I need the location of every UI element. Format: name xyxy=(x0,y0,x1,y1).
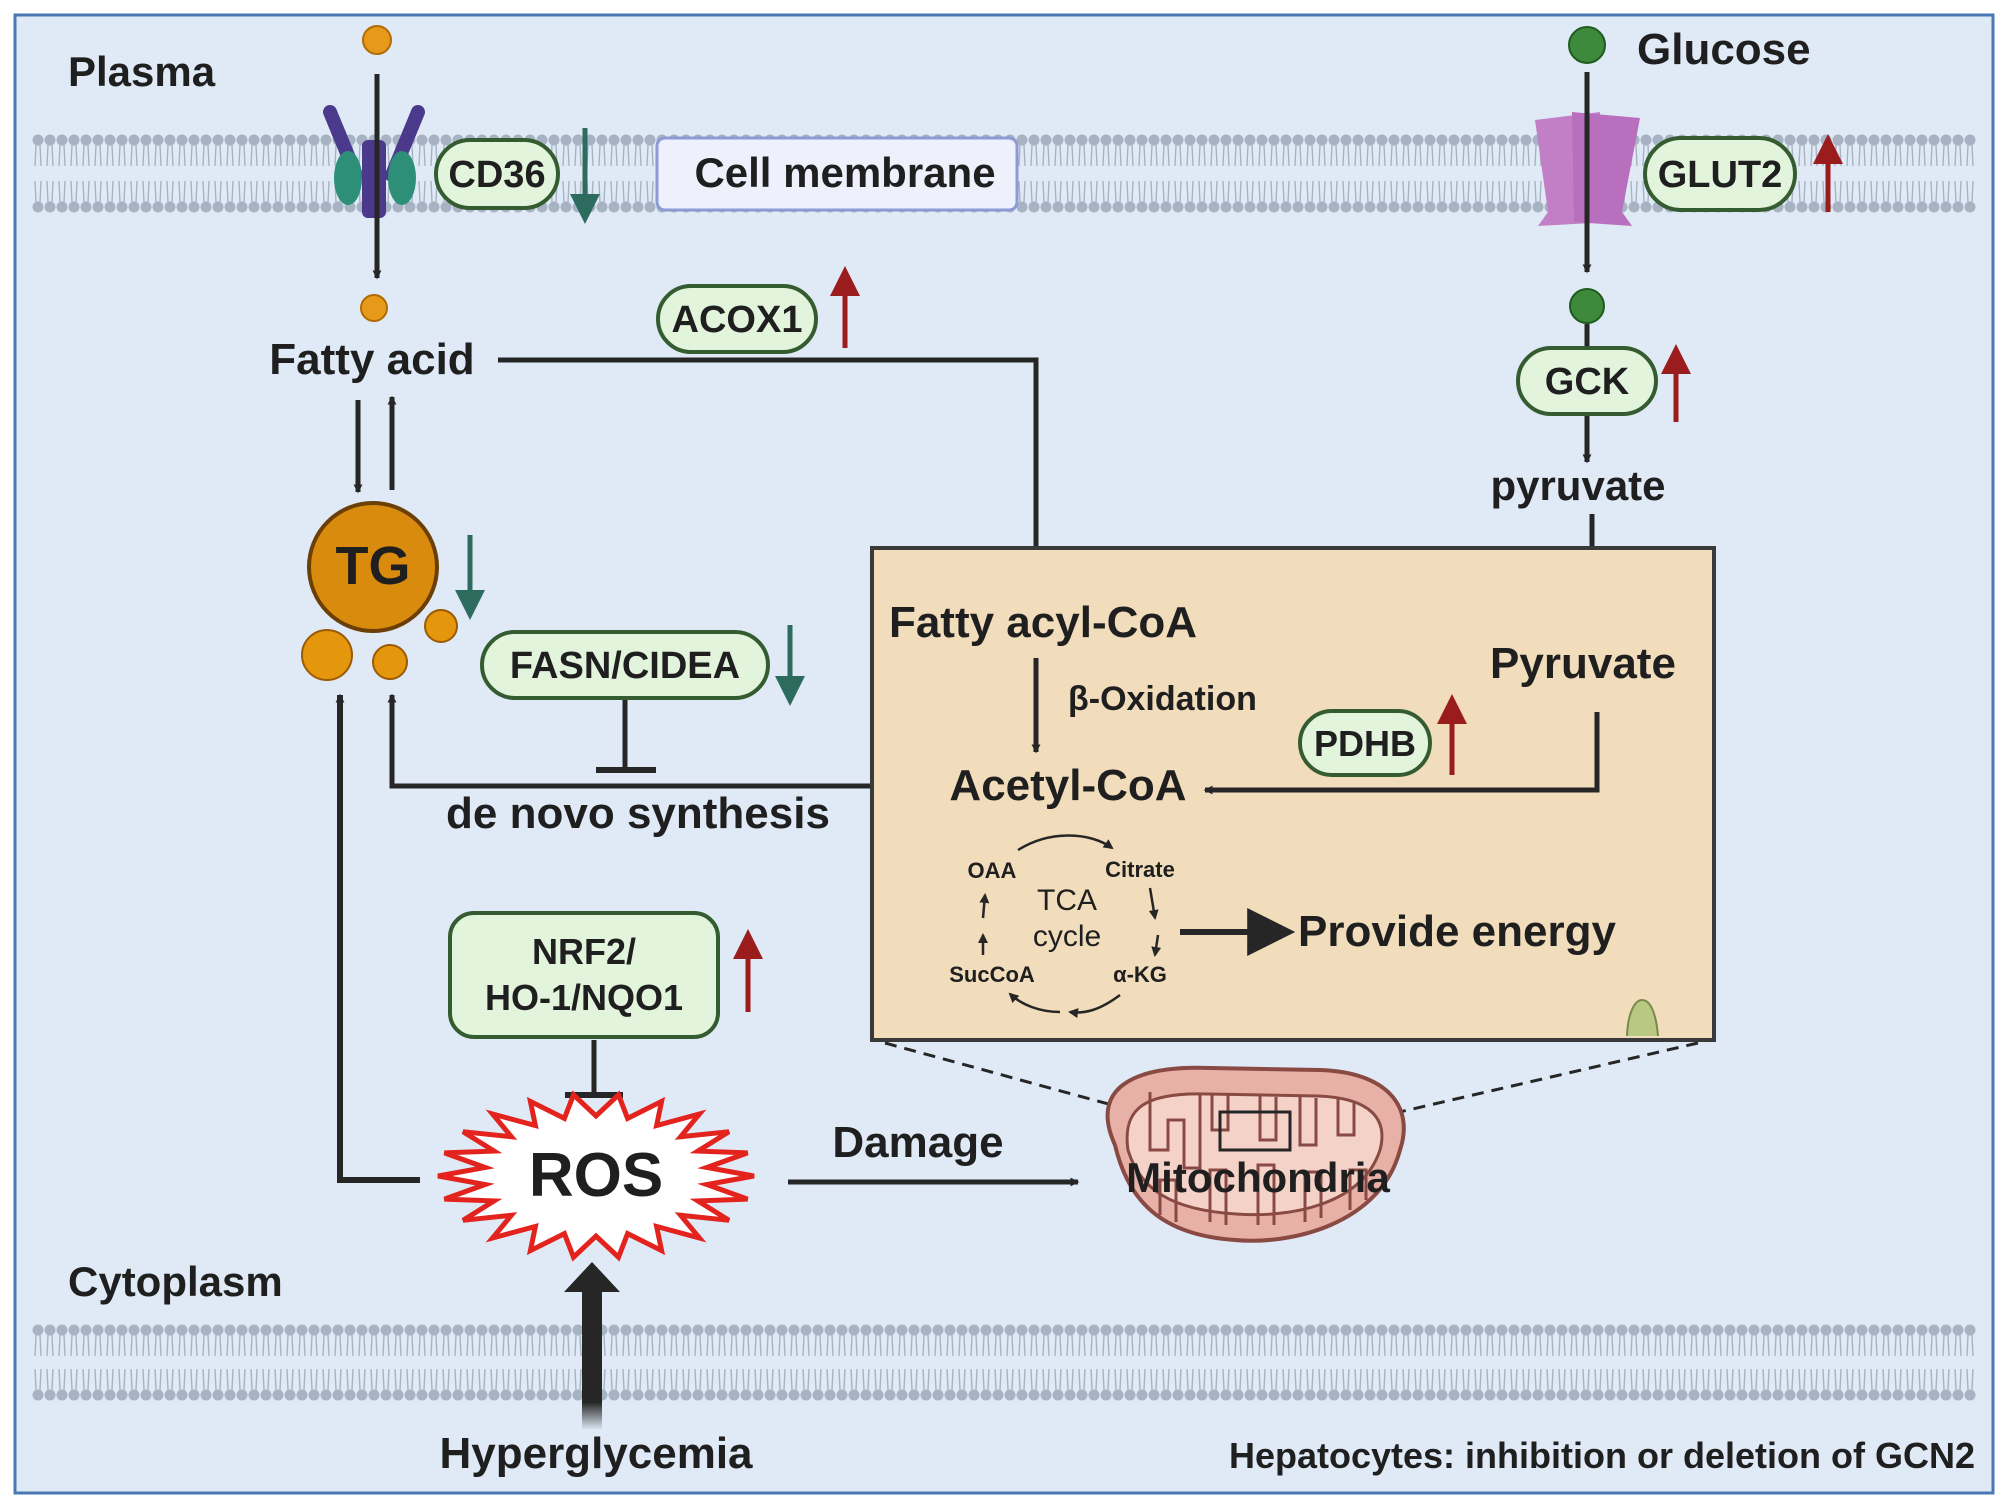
zoom-line-left xyxy=(884,1041,1179,1125)
tca-label: TCA xyxy=(1037,884,1097,917)
cell-membrane-box: Cell membrane xyxy=(655,136,1019,212)
ros-to-tg-arrow xyxy=(335,693,420,1183)
tca-cycle-icon xyxy=(978,834,1162,1019)
plasma-label: Plasma xyxy=(68,48,216,95)
damage-label: Damage xyxy=(832,1118,1003,1167)
pyruvate-matrix-label: Pyruvate xyxy=(1490,639,1676,688)
ros-label: ROS xyxy=(529,1141,663,1210)
svg-text:CD36: CD36 xyxy=(448,154,545,196)
fasn-inhibition-icon xyxy=(596,700,656,773)
de-novo-synthesis-arrow xyxy=(387,693,928,789)
cd36-transporter-icon xyxy=(323,105,425,218)
svg-text:PDHB: PDHB xyxy=(1314,723,1416,764)
mitochondrial-matrix-box xyxy=(870,546,1716,1042)
gene-pdhb: PDHB xyxy=(1298,709,1432,777)
fatty-acid-molecule-icon xyxy=(362,25,392,55)
svg-text:HO-1/NQO1: HO-1/NQO1 xyxy=(485,977,683,1018)
fatty-acid-label: Fatty acid xyxy=(269,335,474,384)
mitochondria-icon xyxy=(1105,1065,1406,1243)
tca-citrate-label: Citrate xyxy=(1105,857,1175,882)
tca-akg-label: α-KG xyxy=(1113,962,1167,987)
cytoplasm-label: Cytoplasm xyxy=(68,1258,283,1305)
tg-label: TG xyxy=(336,536,411,596)
matrix-organelle-icon xyxy=(1626,998,1659,1037)
svg-text:ACOX1: ACOX1 xyxy=(672,299,803,341)
gene-fasn-cidea: FASN/CIDEA xyxy=(480,630,770,700)
svg-text:NRF2/: NRF2/ xyxy=(532,931,636,972)
pyruvate-cytoplasm-label: pyruvate xyxy=(1490,462,1665,509)
de-novo-synthesis-label: de novo synthesis xyxy=(446,789,830,838)
svg-text:GCK: GCK xyxy=(1545,361,1630,403)
tg-droplet-icon xyxy=(301,501,458,681)
fatty-acid-to-acyl-coa-arrow xyxy=(498,357,1041,590)
tca-cycle-label: cycle xyxy=(1033,920,1101,953)
gene-acox1: ACOX1 xyxy=(656,284,818,354)
svg-text:FASN/CIDEA: FASN/CIDEA xyxy=(510,645,740,687)
beta-oxidation-label: β-Oxidation xyxy=(1068,680,1257,718)
glucose-label: Glucose xyxy=(1637,25,1811,74)
hyperglycemia-label: Hyperglycemia xyxy=(439,1429,753,1478)
pyruvate-to-acetyl-coa-arrow xyxy=(1203,712,1600,795)
hyperglycemia-arrow xyxy=(564,1262,620,1430)
fatty-acyl-coa-label: Fatty acyl-CoA xyxy=(889,598,1197,647)
acetyl-coa-label: Acetyl-CoA xyxy=(949,761,1186,810)
gene-gck: GCK xyxy=(1516,346,1658,416)
ros-burst-icon xyxy=(437,1090,755,1262)
gene-nrf2-ho1-nqo1: NRF2/ HO-1/NQO1 xyxy=(448,911,720,1039)
tca-oaa-label: OAA xyxy=(968,858,1017,883)
tca-succoa-label: SucCoA xyxy=(949,962,1035,987)
gene-glut2: GLUT2 xyxy=(1643,136,1797,212)
svg-text:Cell membrane: Cell membrane xyxy=(694,149,995,196)
provide-energy-label: Provide energy xyxy=(1298,907,1616,956)
fatty-acid-molecule-icon xyxy=(360,294,388,322)
footer-caption: Hepatocytes: inhibition or deletion of G… xyxy=(1229,1435,1975,1476)
gene-cd36: CD36 xyxy=(434,138,560,210)
svg-text:GLUT2: GLUT2 xyxy=(1658,154,1783,196)
cytoplasm-membrane xyxy=(32,1324,1976,1401)
mitochondria-label: Mitochondria xyxy=(1126,1154,1390,1201)
glucose-molecule-icon xyxy=(1569,288,1605,324)
glucose-molecule-icon xyxy=(1568,26,1606,64)
